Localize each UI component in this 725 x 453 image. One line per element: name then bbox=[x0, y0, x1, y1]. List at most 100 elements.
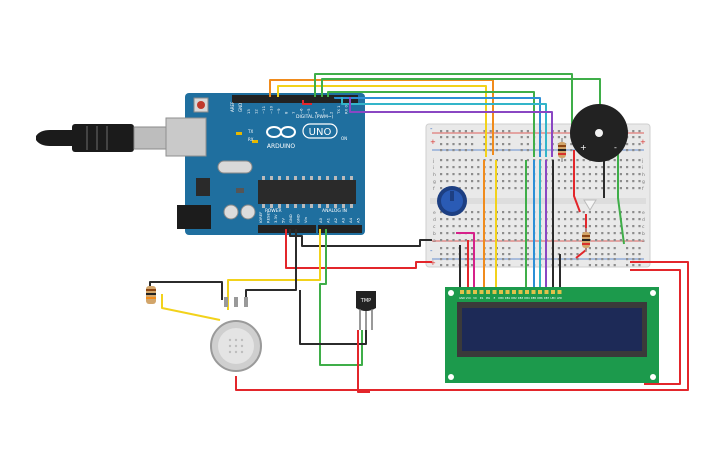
lcd-pin[interactable] bbox=[525, 290, 529, 294]
resistor-sensor[interactable] bbox=[146, 286, 156, 304]
breadboard-hole bbox=[471, 239, 474, 242]
lcd-pin[interactable] bbox=[538, 290, 542, 294]
lcd-pin[interactable] bbox=[512, 290, 516, 294]
lcd-pin[interactable] bbox=[499, 290, 503, 294]
lcd-pin[interactable] bbox=[551, 290, 555, 294]
breadboard-hole bbox=[613, 173, 616, 176]
breadboard-hole bbox=[477, 187, 480, 190]
lcd-pin[interactable] bbox=[466, 290, 471, 294]
lcd-pin-label: RW bbox=[486, 296, 491, 300]
breadboard-hole bbox=[464, 173, 467, 176]
breadboard-hole bbox=[626, 211, 629, 214]
buzzer-plus: + bbox=[580, 143, 587, 152]
breadboard-hole bbox=[613, 159, 616, 162]
breadboard-hole bbox=[582, 218, 585, 221]
lcd-pin[interactable] bbox=[486, 290, 490, 294]
resistor-breadboard-bottom[interactable] bbox=[582, 228, 590, 252]
lcd-pin[interactable] bbox=[544, 290, 549, 294]
breadboard-hole bbox=[613, 232, 616, 235]
breadboard-hole bbox=[526, 225, 529, 228]
breadboard-hole bbox=[471, 173, 474, 176]
breadboard-hole bbox=[582, 166, 585, 169]
breadboard-hole bbox=[638, 173, 641, 176]
breadboard-hole bbox=[502, 166, 505, 169]
breadboard-hole bbox=[588, 187, 591, 190]
breadboard-hole bbox=[446, 173, 449, 176]
breadboard-hole bbox=[452, 225, 455, 228]
breadboard-hole bbox=[613, 218, 616, 221]
potentiometer[interactable] bbox=[437, 186, 467, 216]
lcd-pin[interactable] bbox=[505, 290, 510, 294]
resistor-breadboard-top[interactable] bbox=[558, 138, 566, 162]
breadboard-hole bbox=[601, 166, 604, 169]
breadboard-hole bbox=[489, 159, 492, 162]
lcd-pin[interactable] bbox=[531, 290, 536, 294]
breadboard-hole bbox=[526, 264, 529, 267]
breadboard-hole bbox=[526, 239, 529, 242]
gas-sensor[interactable] bbox=[210, 297, 262, 372]
breadboard-hole bbox=[520, 143, 523, 146]
breadboard-hole bbox=[446, 258, 449, 261]
breadboard-hole bbox=[471, 247, 474, 250]
breadboard-hole bbox=[564, 159, 567, 162]
breadboard-hole bbox=[452, 218, 455, 221]
lcd-pin[interactable] bbox=[479, 290, 484, 294]
lcd-pin[interactable] bbox=[492, 290, 497, 294]
breadboard-hole bbox=[626, 239, 629, 242]
breadboard-hole bbox=[570, 232, 573, 235]
breadboard-hole bbox=[440, 232, 443, 235]
lcd-pin[interactable] bbox=[518, 290, 523, 294]
piezo-buzzer[interactable]: + - bbox=[570, 104, 628, 162]
breadboard-hole bbox=[601, 264, 604, 267]
breadboard-hole bbox=[564, 225, 567, 228]
breadboard-hole bbox=[626, 180, 629, 183]
breadboard-hole bbox=[514, 218, 517, 221]
pin-label: A3 bbox=[341, 217, 346, 223]
breadboard-hole bbox=[452, 264, 455, 267]
breadboard-hole bbox=[632, 211, 635, 214]
breadboard-hole bbox=[564, 253, 567, 256]
breadboard-hole bbox=[452, 247, 455, 250]
breadboard-hole bbox=[576, 218, 579, 221]
row-letter: j bbox=[432, 158, 434, 164]
breadboard-hole bbox=[619, 166, 622, 169]
pin-label: Vin bbox=[303, 216, 308, 223]
pin-label: A4 bbox=[348, 217, 353, 223]
breadboard-hole bbox=[471, 253, 474, 256]
breadboard-hole bbox=[595, 232, 598, 235]
breadboard-hole bbox=[502, 232, 505, 235]
arduino-uno-board[interactable]: UNO ARDUINO DIGITAL (PWM~) TX RX ON AREF… bbox=[165, 93, 365, 235]
breadboard-hole bbox=[471, 225, 474, 228]
breadboard-hole bbox=[464, 218, 467, 221]
breadboard-hole bbox=[477, 232, 480, 235]
breadboard-hole bbox=[570, 180, 573, 183]
breadboard-hole bbox=[607, 211, 610, 214]
breadboard-hole bbox=[514, 159, 517, 162]
breadboard-hole bbox=[471, 136, 474, 139]
temperature-sensor[interactable]: TMP bbox=[356, 291, 376, 330]
breadboard-hole bbox=[502, 258, 505, 261]
breadboard-hole bbox=[477, 159, 480, 162]
lcd-pin[interactable] bbox=[460, 290, 464, 294]
lcd-pin[interactable] bbox=[557, 290, 562, 294]
breadboard-hole bbox=[619, 211, 622, 214]
breadboard-hole bbox=[557, 187, 560, 190]
tx-label: TX bbox=[247, 129, 253, 134]
breadboard-hole bbox=[452, 136, 455, 139]
breadboard-hole bbox=[502, 239, 505, 242]
digital-label: DIGITAL (PWM~) bbox=[296, 114, 334, 120]
lcd-pin[interactable] bbox=[473, 290, 477, 294]
breadboard-hole bbox=[595, 239, 598, 242]
breadboard-hole bbox=[638, 225, 641, 228]
breadboard-hole bbox=[508, 218, 511, 221]
led-small[interactable] bbox=[583, 199, 597, 211]
breadboard-hole bbox=[632, 159, 635, 162]
breadboard-hole bbox=[626, 258, 629, 261]
breadboard-hole bbox=[508, 225, 511, 228]
breadboard-hole bbox=[557, 264, 560, 267]
usb-cable bbox=[36, 124, 169, 152]
pin-label: 7 bbox=[291, 111, 296, 114]
breadboard-hole bbox=[452, 166, 455, 169]
breadboard-hole bbox=[607, 264, 610, 267]
